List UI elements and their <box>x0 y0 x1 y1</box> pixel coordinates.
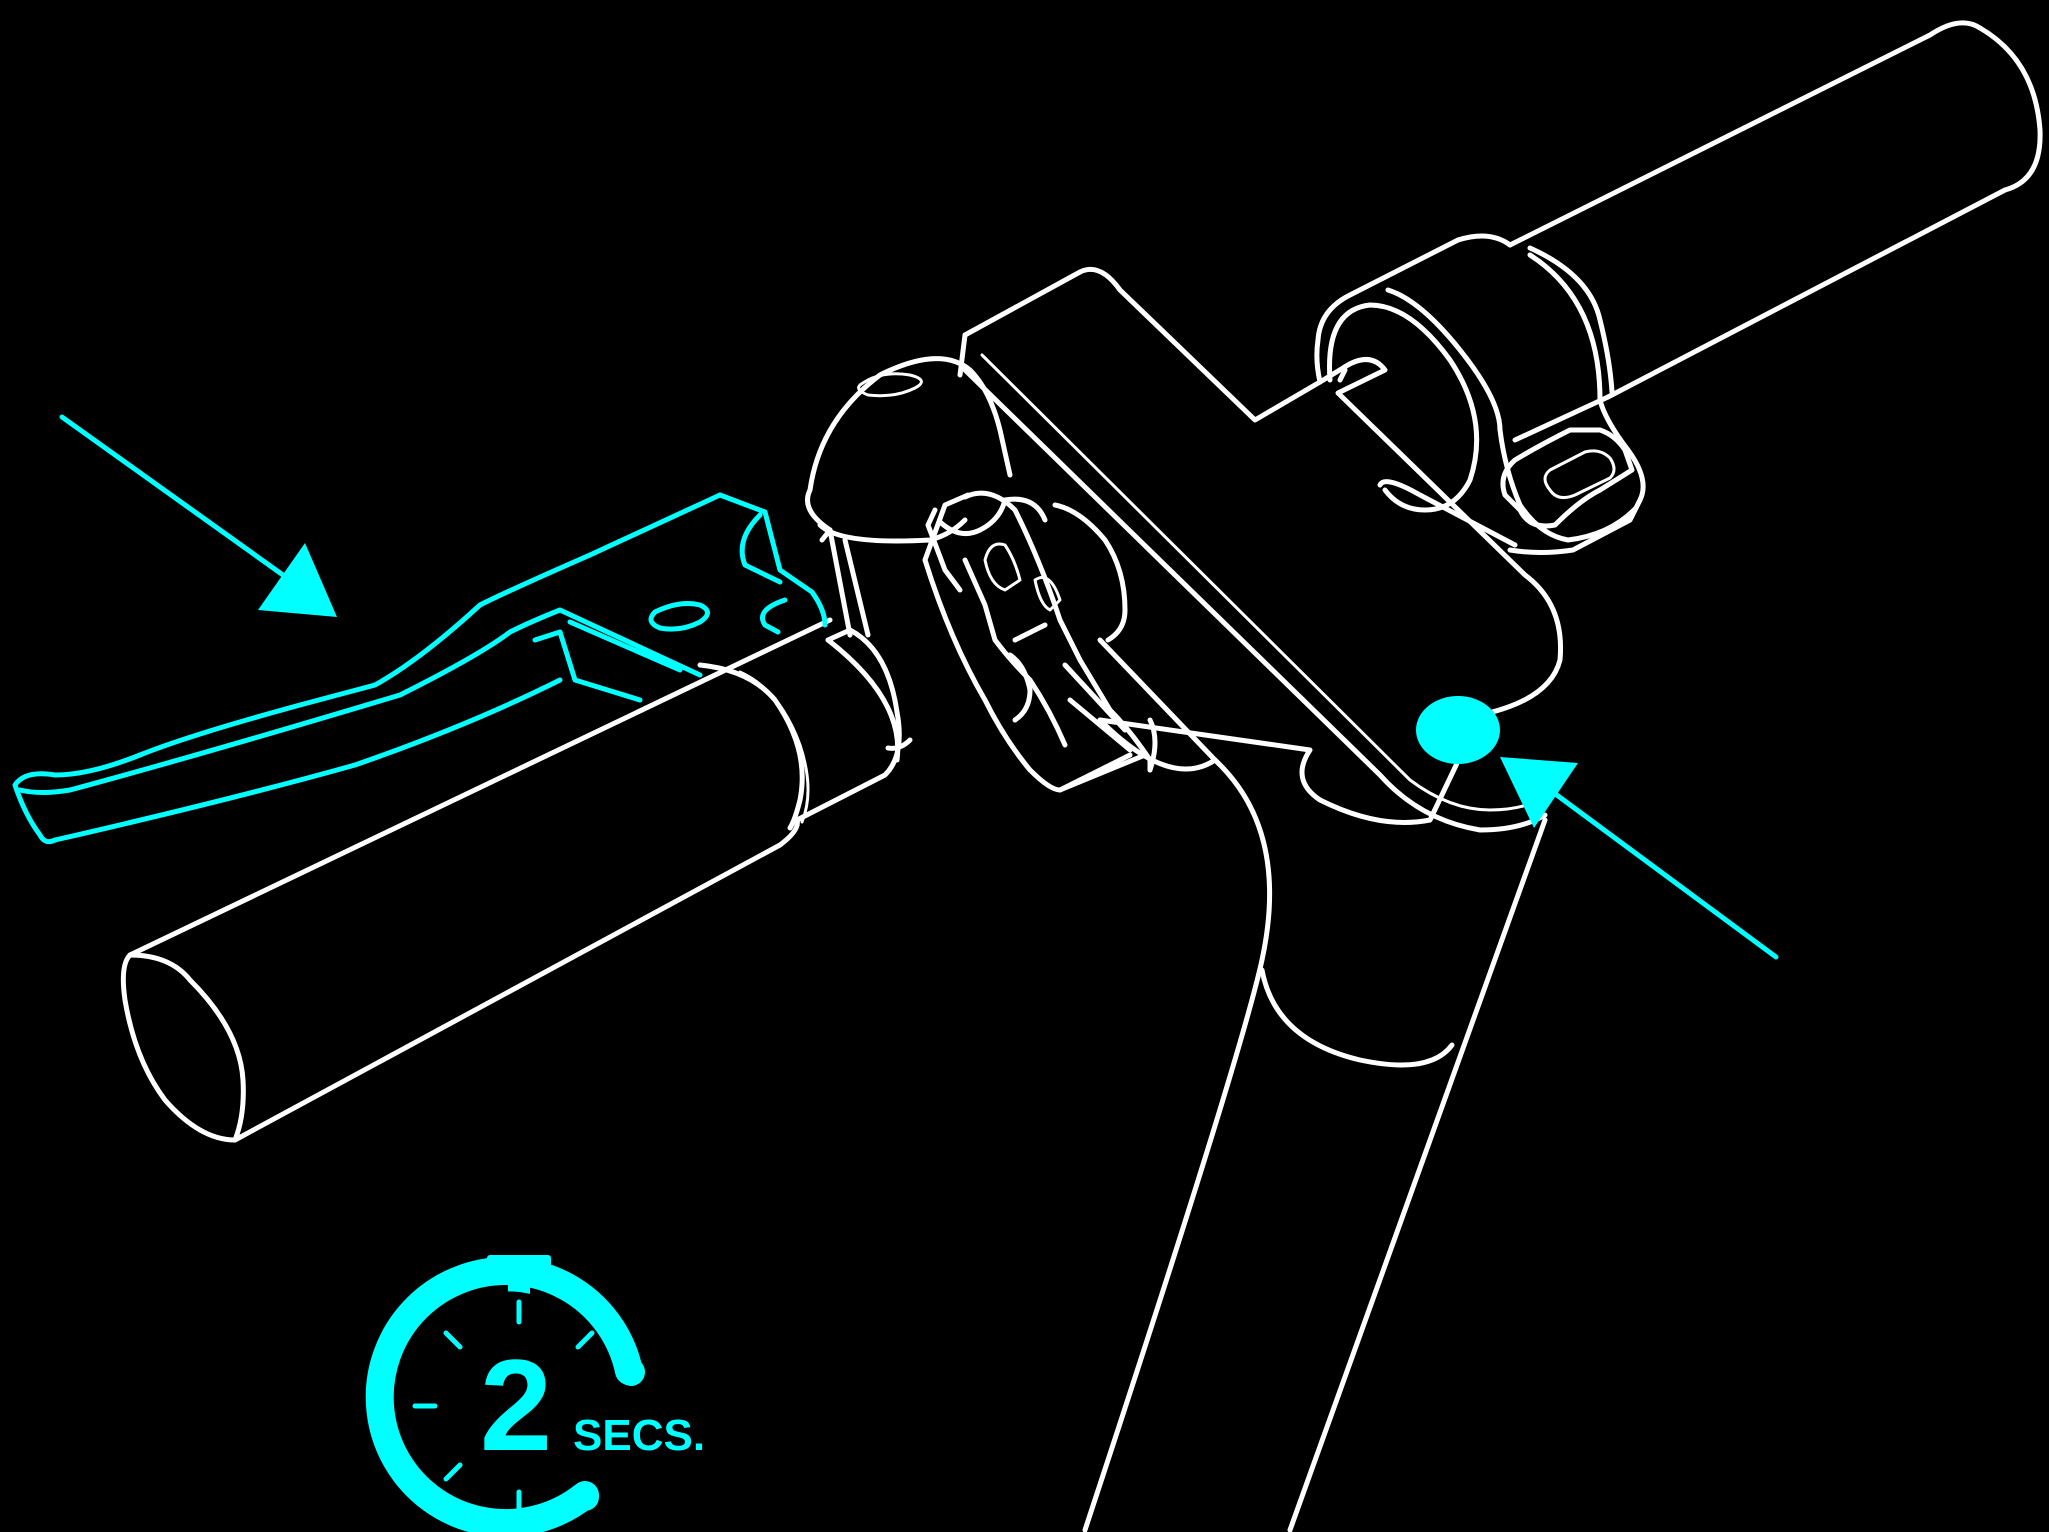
brake-lever-icon <box>15 495 825 842</box>
lever-assembly <box>925 493 1155 790</box>
button-icon <box>1416 696 1500 764</box>
stem <box>1085 720 1545 1530</box>
timer-unit-label: SECS. <box>573 1411 705 1460</box>
timer-number: 2 <box>480 1332 552 1478</box>
arrow-icon <box>1500 757 1776 957</box>
stopwatch-icon: 2 SECS. <box>380 1255 705 1523</box>
right-handlebar <box>1317 23 2040 553</box>
arrow-icon <box>62 417 337 617</box>
